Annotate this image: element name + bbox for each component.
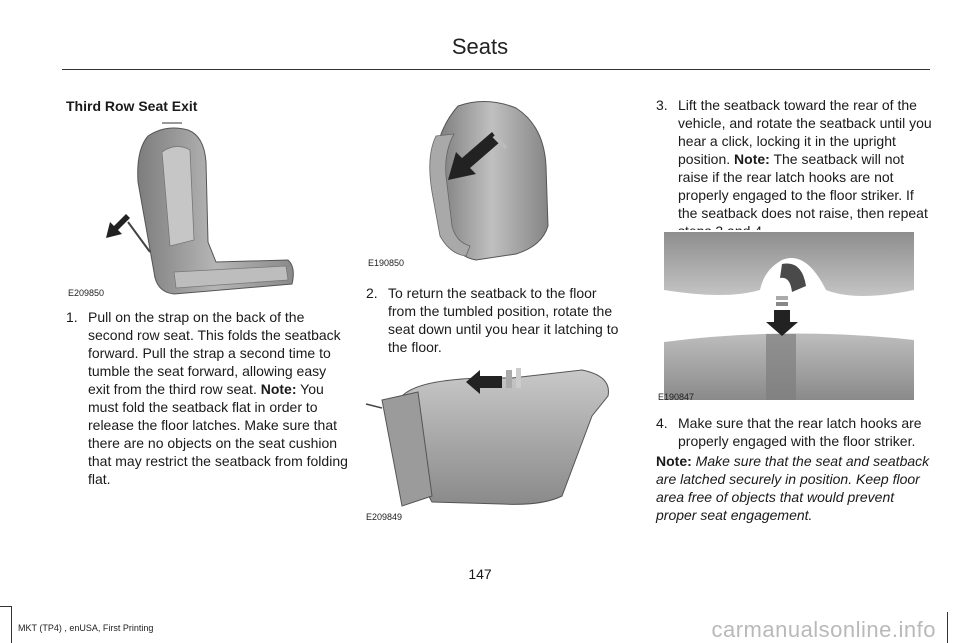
step-number: 1. — [66, 309, 78, 325]
figure-seat-strap — [66, 122, 298, 300]
folded-seat-illustration — [365, 368, 609, 507]
tumbled-seat-illustration — [429, 101, 549, 261]
note-text: The seatback will not raise if the rear … — [678, 151, 928, 239]
step-text: Pull on the strap on the back of the sec… — [88, 309, 341, 397]
figure-seat-tumbled — [366, 96, 566, 266]
crop-mark-right — [947, 612, 948, 643]
crop-mark-left-h — [0, 606, 11, 607]
step-text: To return the seatback to the floor from… — [388, 285, 619, 355]
step-4: 4. Make sure that the rear latch hooks a… — [656, 414, 932, 450]
step-number: 3. — [656, 97, 668, 113]
step-text: Make sure that the rear latch hooks are … — [678, 415, 922, 449]
figure-id: E209849 — [366, 512, 403, 522]
note-label: Note: — [260, 381, 297, 397]
figure-id: E209850 — [68, 288, 105, 298]
figure-id: E190850 — [368, 258, 405, 268]
note-text: Make sure that the seat and seatback are… — [656, 453, 930, 523]
page-header-title: Seats — [451, 34, 509, 59]
step-number: 4. — [656, 415, 668, 431]
page-number: 147 — [468, 566, 492, 582]
note-label: Note: — [734, 151, 770, 167]
note-block: Note: Make sure that the seat and seatba… — [656, 452, 932, 524]
footer-text: MKT (TP4) , enUSA, First Printing — [18, 623, 154, 633]
step-text: Lift the seatback toward the rear of the… — [678, 97, 932, 167]
figure-seat-folded — [362, 356, 618, 524]
step-3: 3. Lift the seatback toward the rear of … — [656, 96, 932, 240]
seat-illustration — [106, 122, 294, 295]
note-text: You must fold the seatback flat in order… — [88, 381, 348, 487]
figure-id: E190847 — [658, 392, 695, 402]
figure-latch-hook — [656, 230, 916, 400]
step-number: 2. — [366, 285, 378, 301]
step-1: 1. Pull on the strap on the back of the … — [66, 308, 350, 488]
header-rule — [62, 69, 930, 70]
section-title: Third Row Seat Exit — [66, 98, 198, 114]
latch-hook-illustration — [664, 232, 914, 400]
watermark: carmanualsonline.info — [711, 617, 936, 642]
step-2: 2. To return the seatback to the floor f… — [366, 284, 628, 356]
note-label: Note: — [656, 453, 692, 469]
crop-mark-left — [11, 606, 12, 643]
